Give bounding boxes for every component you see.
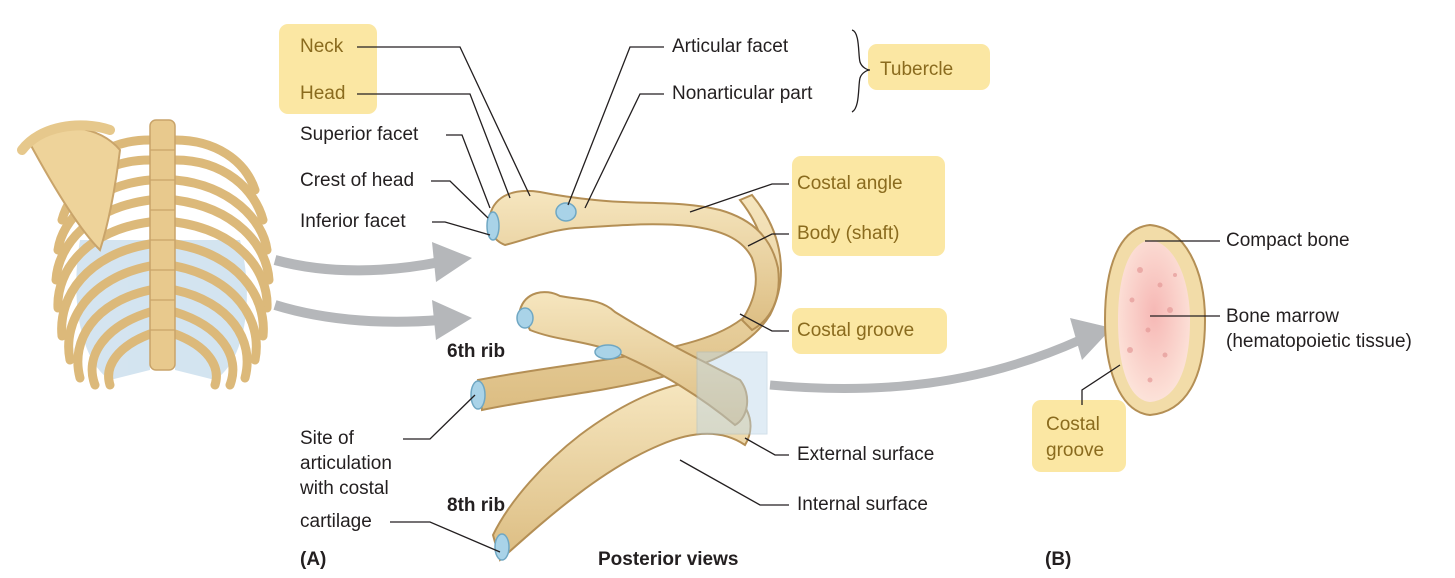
label-nonarticular-part: Nonarticular part: [672, 83, 813, 104]
leader-lines: [357, 29, 1220, 553]
acromion: [17, 120, 115, 155]
arrow-to-lower-rib: [273, 300, 472, 340]
neck-head-highlight: [279, 24, 377, 114]
label-panel-b: (B): [1045, 549, 1072, 570]
ribs-right: [170, 135, 274, 390]
label-posterior-views: Posterior views: [598, 549, 739, 570]
rib-cross-section: [1103, 223, 1207, 417]
sixth-rib-cartilage-site: [470, 380, 486, 410]
label-costal-groove-b-line1: Costal: [1046, 414, 1100, 435]
label-costal-groove-b-line2: groove: [1046, 440, 1105, 461]
label-site-line4: cartilage: [300, 511, 372, 532]
label-external-surface: External surface: [797, 444, 935, 465]
label-6th-rib: 6th rib: [447, 341, 506, 362]
costal-angle-body-highlight: [792, 156, 945, 256]
vertebral-column: [149, 119, 176, 371]
label-neck: Neck: [300, 36, 344, 57]
costal-groove-highlight: [792, 308, 947, 354]
ribs-left: [51, 135, 155, 390]
label-compact-bone: Compact bone: [1226, 230, 1350, 251]
label-superior-facet: Superior facet: [300, 124, 419, 145]
label-costal-groove: Costal groove: [797, 320, 915, 341]
label-crest-of-head: Crest of head: [300, 170, 415, 191]
arrow-to-cross-section: [769, 318, 1112, 394]
label-bone-marrow-line2: (hematopoietic tissue): [1226, 331, 1412, 352]
label-articular-facet: Articular facet: [672, 36, 789, 57]
tubercle-articular-facet: [555, 202, 577, 222]
label-8th-rib: 8th rib: [447, 495, 506, 516]
head-facets: [486, 211, 500, 241]
label-internal-surface: Internal surface: [797, 494, 928, 515]
label-costal-angle: Costal angle: [797, 173, 903, 194]
label-bone-marrow-line1: Bone marrow: [1226, 306, 1339, 327]
arrow-to-upper-rib: [273, 242, 472, 282]
label-body-shaft: Body (shaft): [797, 223, 900, 244]
tubercle-highlight: [868, 44, 990, 90]
sixth-rib: [470, 193, 782, 427]
label-head: Head: [300, 83, 346, 104]
label-site-line2: articulation: [300, 453, 392, 474]
label-site-line3: with costal: [300, 478, 389, 499]
rib-cage: [17, 119, 274, 390]
label-inferior-facet: Inferior facet: [300, 211, 406, 232]
label-tubercle: Tubercle: [880, 59, 954, 80]
label-site-line1: Site of: [300, 428, 354, 449]
eighth-rib-cartilage-site: [494, 533, 510, 561]
section-highlight: [696, 351, 768, 435]
label-panel-a: (A): [300, 549, 327, 570]
costal-groove-b-highlight: [1032, 400, 1126, 472]
